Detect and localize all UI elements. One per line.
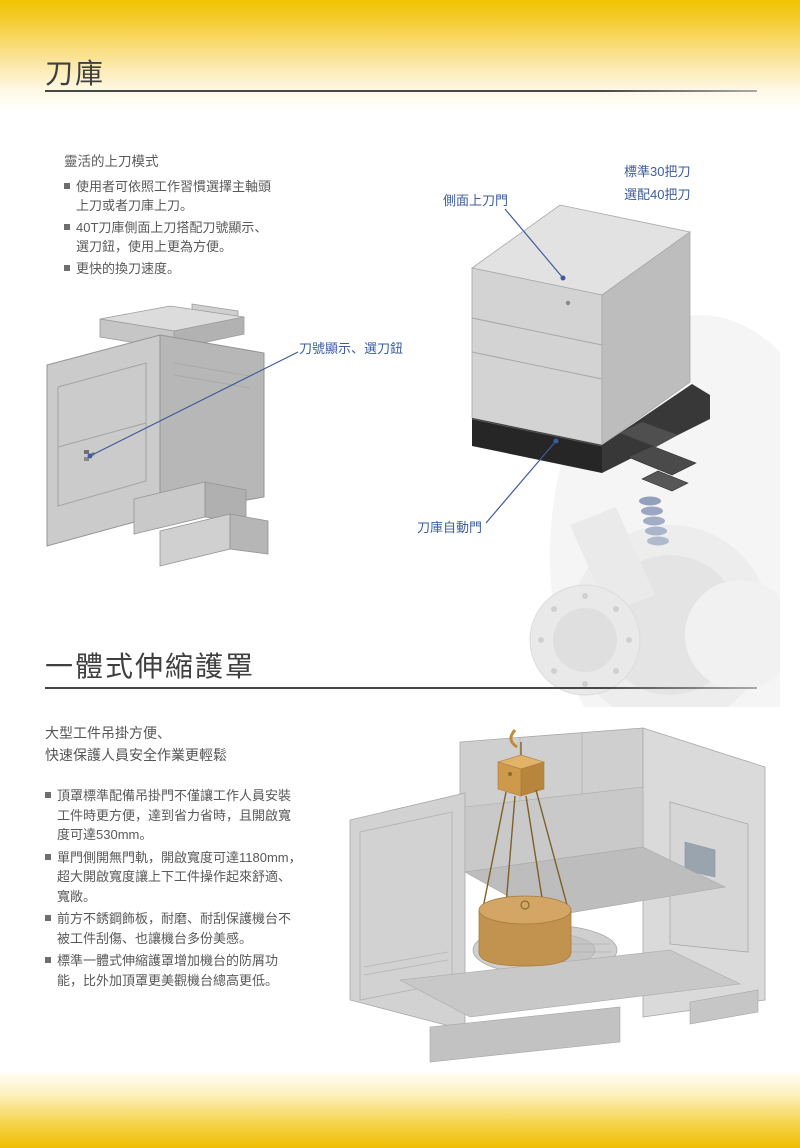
capacity-optional-label: 選配40把刀: [624, 187, 691, 202]
bullet-square-icon: [45, 915, 51, 921]
list-item: 前方不銹鋼飾板，耐磨、耐刮保護機台不被工件刮傷、也讓機台多份美感。: [45, 909, 315, 948]
bullet-text: 單門側開無門軌，開啟寬度可達1180mm，超大開啟寬度讓上下工件操作起來舒適、寬…: [57, 849, 302, 904]
capacity-standard-label: 標準30把刀: [624, 164, 691, 179]
faded-spindle-assembly: [529, 507, 780, 707]
bullet-text: 更快的換刀速度。: [76, 261, 181, 276]
list-item: 頂罩標準配備吊掛門不僅讓工作人員安裝工件時更方便，達到省力省時，且開啟寬度可達5…: [45, 786, 315, 845]
list-item: 更快的換刀速度。: [64, 259, 309, 278]
magazine-auto-door-label: 刀庫自動門: [417, 520, 483, 535]
section1-title-rule: [45, 90, 757, 92]
list-item: 單門側開無門軌，開啟寬度可達1180mm，超大開啟寬度讓上下工件操作起來舒適、寬…: [45, 848, 315, 907]
section2-title: 一體式伸縮護罩: [45, 651, 256, 682]
section2-intro-line2: 快速保護人員安全作業更輕鬆: [45, 747, 227, 763]
enclosure-walls: [349, 727, 766, 1031]
bullet-square-icon: [45, 792, 51, 798]
side-loading-door-label: 側面上刀門: [443, 193, 509, 208]
exploded-screw-coil: [639, 496, 669, 546]
top-gradient-band: [0, 0, 800, 112]
exploded-coupler-parts: [627, 445, 697, 492]
tool-number-display-label: 刀號顯示、選刀鈕: [299, 341, 404, 356]
machine-hoist-illustration: [349, 727, 766, 1063]
section2-intro: 大型工件吊掛方便、 快速保護人員安全作業更輕鬆: [45, 722, 227, 766]
bullet-text: 40T刀庫側面上刀搭配刀號顯示、選刀鈕，使用上更為方便。: [76, 220, 268, 254]
enclosure-interior: [398, 786, 759, 1063]
bullet-square-icon: [64, 265, 70, 271]
section2-title-rule: [45, 687, 757, 689]
list-item: 40T刀庫側面上刀搭配刀號顯示、選刀鈕，使用上更為方便。: [64, 218, 309, 256]
section1-text-block: 靈活的上刀模式 使用者可依照工作習慣選擇主軸頭上刀或者刀庫上刀。 40T刀庫側面…: [64, 152, 309, 281]
tool-magazine-spindle-illustration: [471, 204, 780, 707]
section2-text-block: 頂罩標準配備吊掛門不僅讓工作人員安裝工件時更方便，達到省力省時，且開啟寬度可達5…: [45, 786, 315, 993]
bullet-text: 使用者可依照工作習慣選擇主軸頭上刀或者刀庫上刀。: [76, 179, 272, 213]
section2-intro-line1: 大型工件吊掛方便、: [45, 725, 171, 741]
bullet-square-icon: [64, 183, 70, 189]
bullet-text: 標準一體式伸縮護罩增加機台的防屑功能，比外加頂罩更美觀機台總高更低。: [57, 953, 279, 988]
list-item: 標準一體式伸縮護罩增加機台的防屑功能，比外加頂罩更美觀機台總高更低。: [45, 951, 315, 990]
bottom-gradient-band: [0, 1070, 800, 1148]
tool-capacity-label: 標準30把刀 選配40把刀: [624, 160, 690, 206]
section1-title: 刀庫: [45, 58, 106, 89]
bullet-text: 前方不銹鋼飾板，耐磨、耐刮保護機台不被工件刮傷、也讓機台多份美感。: [57, 911, 292, 946]
tool-magazine-cabinet-illustration: [46, 303, 269, 567]
bullet-text: 頂罩標準配備吊掛門不僅讓工作人員安裝工件時更方便，達到省力省時，且開啟寬度可達5…: [57, 788, 292, 842]
cabinet-base-steps: [133, 481, 269, 567]
bullet-square-icon: [45, 957, 51, 963]
section1-heading: 靈活的上刀模式: [64, 154, 159, 169]
hoist-and-workpiece: [478, 728, 572, 967]
list-item: 使用者可依照工作習慣選擇主軸頭上刀或者刀庫上刀。: [64, 177, 309, 215]
bullet-square-icon: [64, 224, 70, 230]
bullet-square-icon: [45, 853, 51, 860]
